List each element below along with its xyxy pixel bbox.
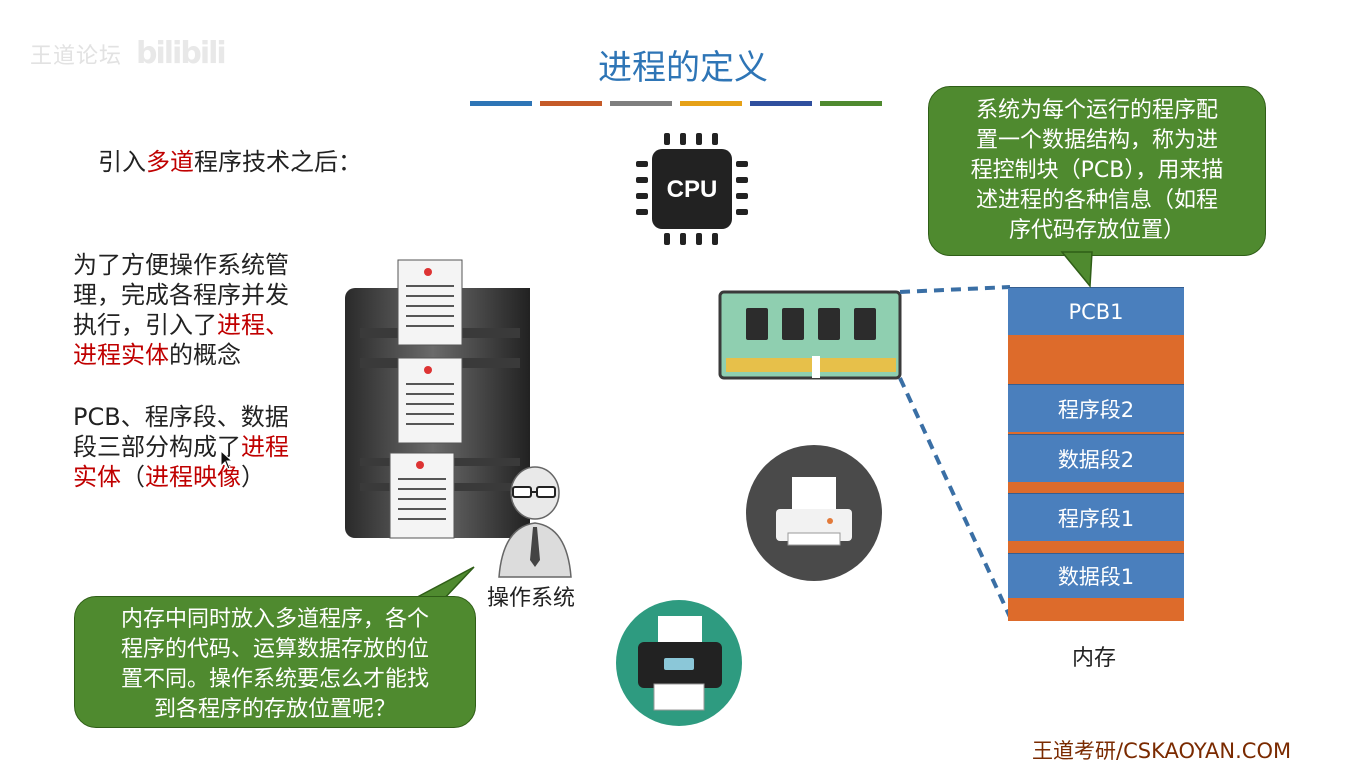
cpu-label: CPU [667,176,718,203]
intro-suffix: 程序技术之后： [194,148,362,176]
memory-block-pcb1: PCB1 [1008,287,1184,335]
stripe [680,101,742,106]
stripe [610,101,672,106]
server-icon [345,259,530,539]
text-line: PCB、程序段、数据 [73,403,289,431]
printer-icon [746,445,882,581]
document-icon [397,357,463,444]
text-line: 进程实体的概念 [73,340,323,370]
memory-layout: PCB1 程序段2 数据段2 程序段1 数据段1 [1008,287,1184,621]
stripe [540,101,602,106]
ram-module-icon [718,290,902,380]
callout-line: 系统为每个运行的程序配 [975,98,1218,123]
os-label: 操作系统 [487,586,576,611]
text-span: 执行，引入了 [73,311,217,339]
memory-block-program-1: 程序段1 [1008,493,1184,541]
text-line: 段三部分构成了进程 [73,432,323,462]
callout-line: 到各程序的存放位置呢？ [153,697,396,722]
paragraph-process-concept: 为了方便操作系统管 理，完成各程序并发 执行，引入了进程、 进程实体的概念 [73,250,323,370]
text-line: 为了方便操作系统管 [73,251,289,279]
paragraph-process-image: PCB、程序段、数据 段三部分构成了进程 实体（进程映像） [73,402,323,492]
text-line: 执行，引入了进程、 [73,310,323,340]
highlight-span: 进程 [241,433,289,461]
document-icon [397,259,463,346]
document-icon [389,452,455,539]
text-span: （ [121,463,145,491]
memory-question-callout: 内存中同时放入多道程序，各个 程序的代码、运算数据存放的位 置不同。操作系统要怎… [74,596,476,728]
mouse-cursor-icon [220,450,234,470]
callout-line: 序代码存放位置） [1008,218,1185,243]
callout-line: 内存中同时放入多道程序，各个 [120,607,429,632]
intro-prefix: 引入 [98,148,146,176]
memory-block-data-1: 数据段1 [1008,553,1184,598]
callout-line: 程控制块（PCB），用来描 [970,158,1224,183]
highlight-span: 进程、 [217,311,289,339]
text-line: 实体（进程映像） [73,462,323,492]
memory-label: 内存 [1072,646,1117,671]
stripe [750,101,812,106]
callout-line: 置一个数据结构，称为进 [975,128,1218,153]
watermark: 王道论坛 bilibili [30,36,227,71]
stripe [470,101,532,106]
highlight-span: 进程映像 [145,463,241,491]
printer-icon [616,600,742,726]
operating-system-person-icon [498,466,572,578]
highlight-span: 进程实体 [73,341,169,369]
title-underline-stripes [470,101,882,106]
highlight-span: 实体 [73,463,121,491]
slide-title: 进程的定义 [598,48,768,88]
intro-highlight: 多道 [146,148,194,176]
memory-block-data-2: 数据段2 [1008,434,1184,482]
text-span: 段三部分构成了 [73,433,241,461]
callout-tail [1060,251,1093,288]
cpu-icon: CPU [636,133,748,245]
text-line: 理，完成各程序并发 [73,281,289,309]
watermark-text: 王道论坛 [30,44,123,69]
stripe [820,101,882,106]
memory-block-program-2: 程序段2 [1008,384,1184,432]
callout-line: 述进程的各种信息（如程 [975,188,1218,213]
intro-line: 引入多道程序技术之后： [98,142,362,177]
text-span: ） [241,463,265,491]
callout-line: 置不同。操作系统要怎么才能找 [120,667,429,692]
text-span: 的概念 [169,341,241,369]
callout-line: 程序的代码、运算数据存放的位 [120,637,429,662]
bilibili-logo: bilibili [136,36,227,71]
footer-brand: 王道考研/CSKAOYAN.COM [1032,739,1292,763]
pcb-callout: 系统为每个运行的程序配 置一个数据结构，称为进 程控制块（PCB），用来描 述进… [928,86,1266,256]
